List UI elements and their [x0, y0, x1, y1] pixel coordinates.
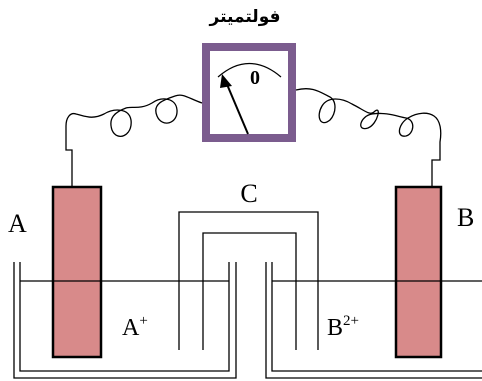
left-beaker	[13, 262, 237, 379]
right-ion-label: B2+	[327, 313, 359, 341]
right-beaker	[265, 262, 482, 379]
voltmeter-scale-arc	[217, 63, 282, 78]
voltmeter-face	[210, 51, 288, 134]
electrode-a	[51, 185, 103, 359]
left-ion-label: A+	[122, 313, 148, 341]
voltmeter-needle	[225, 81, 249, 135]
needle-arrowhead	[220, 74, 232, 88]
electrode-b-label: B	[457, 203, 474, 232]
right-wire	[295, 88, 442, 188]
left-wire	[65, 94, 203, 188]
electrode-a-label: A	[8, 209, 27, 238]
voltmeter-reading: 0	[250, 67, 260, 89]
salt-bridge	[178, 211, 319, 350]
salt-bridge-label: C	[240, 179, 257, 208]
electrode-b	[394, 185, 443, 359]
voltmeter-title: فولتميتر	[209, 7, 281, 27]
voltmeter: 0	[202, 43, 296, 142]
